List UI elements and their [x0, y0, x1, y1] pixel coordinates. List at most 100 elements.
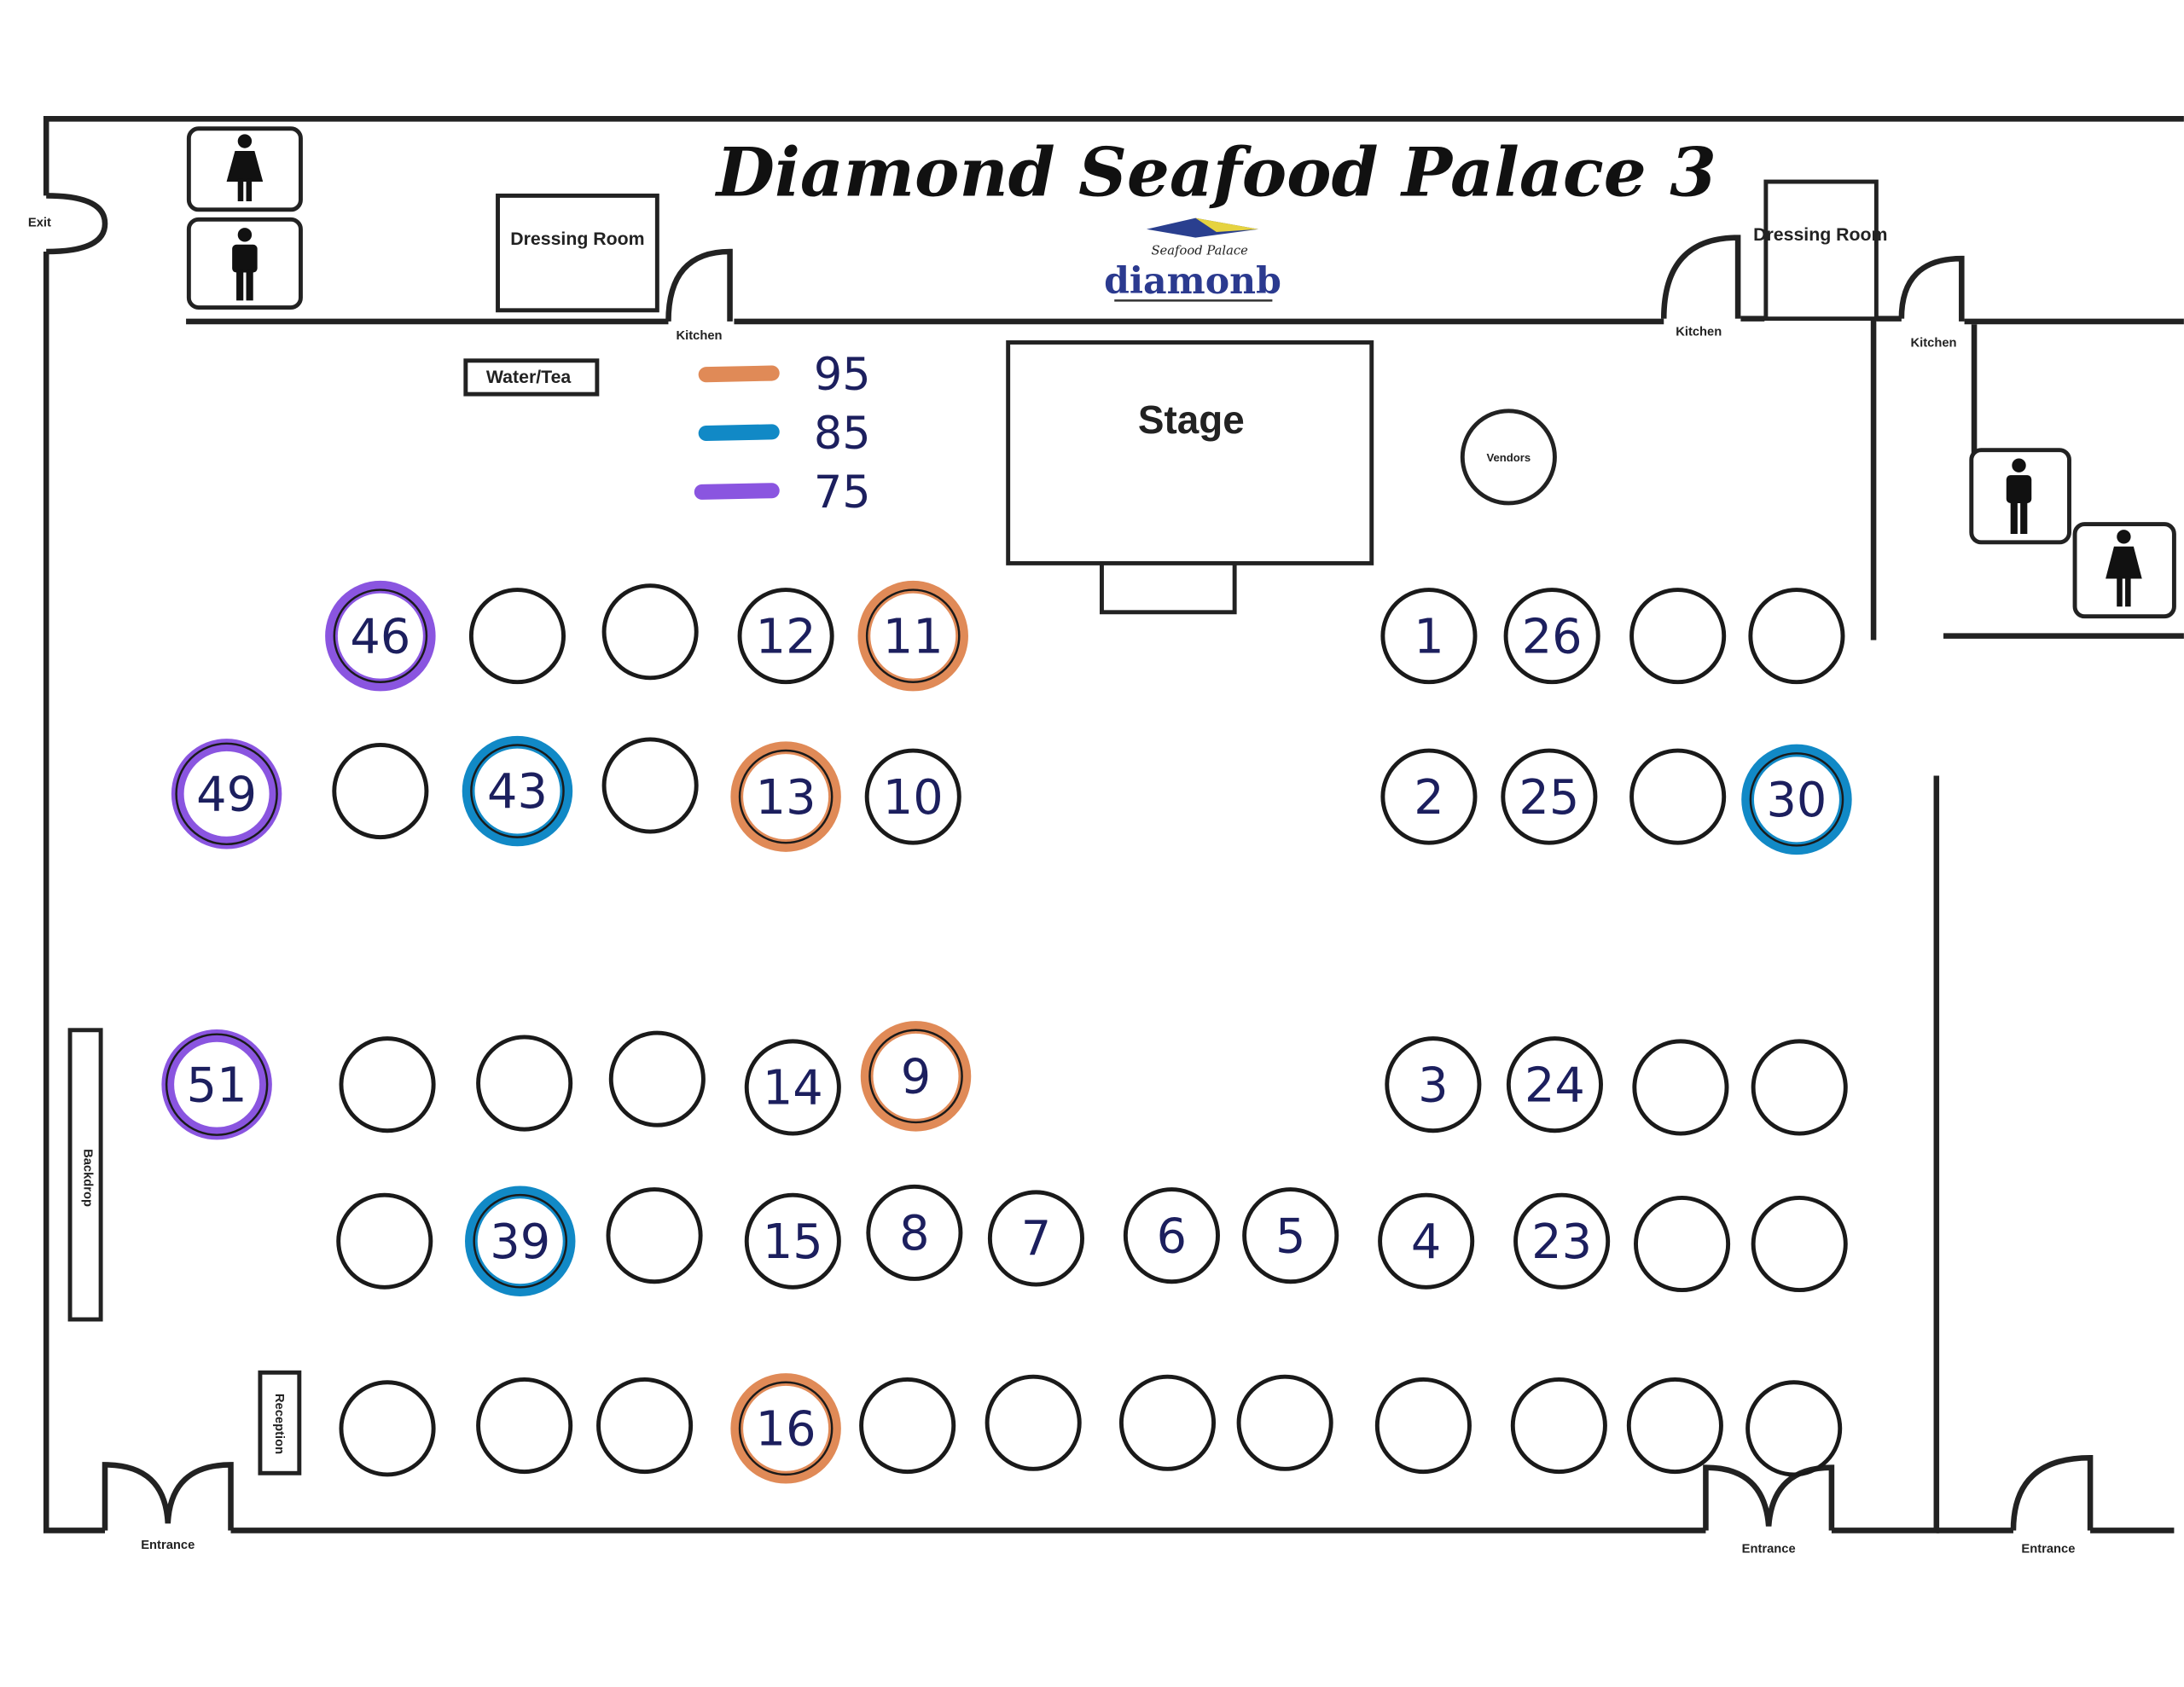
table-unnumbered-51[interactable] — [1510, 1377, 1607, 1475]
table-13[interactable]: 13 — [730, 741, 841, 852]
table-unnumbered-32[interactable] — [606, 1187, 703, 1284]
table-circle — [476, 1377, 573, 1475]
table-unnumbered-47[interactable] — [985, 1374, 1082, 1471]
highlight-ring-blue — [1741, 744, 1852, 855]
table-10[interactable]: 10 — [864, 748, 961, 845]
highlight-ring-orange — [730, 1373, 841, 1484]
table-unnumbered-9[interactable] — [1748, 588, 1845, 685]
highlight-ring-orange — [730, 741, 841, 852]
table-6[interactable]: 6 — [1123, 1187, 1220, 1284]
reception: Reception — [258, 1370, 302, 1475]
logo: Seafood Palace diamonb — [1104, 217, 1281, 303]
highlight-ring-blue — [462, 735, 573, 847]
table-number: 30 — [1766, 773, 1827, 828]
table-unnumbered-41[interactable] — [1751, 1195, 1848, 1293]
table-number: 14 — [763, 1061, 823, 1116]
table-number: 12 — [756, 609, 816, 664]
table-unnumbered-28[interactable] — [1632, 1039, 1729, 1136]
table-circle — [738, 749, 834, 844]
table-circle — [1748, 588, 1845, 685]
table-23[interactable]: 23 — [1513, 1192, 1611, 1290]
table-46[interactable]: 46 — [325, 580, 436, 692]
table-circle — [339, 1036, 436, 1133]
table-number: 51 — [187, 1058, 247, 1113]
table-unnumbered-29[interactable] — [1751, 1039, 1848, 1136]
table-30[interactable]: 30 — [1741, 744, 1852, 855]
table-unnumbered-23[interactable] — [608, 1030, 706, 1128]
table-number: 7 — [1021, 1212, 1051, 1267]
table-unnumbered-22[interactable] — [476, 1035, 573, 1132]
table-3[interactable]: 3 — [1385, 1036, 1482, 1133]
restroom-women-left — [186, 126, 303, 212]
table-49[interactable]: 49 — [171, 739, 282, 849]
table-unnumbered-30[interactable] — [336, 1192, 433, 1290]
table-24[interactable]: 24 — [1506, 1036, 1603, 1133]
entrance-door-3 — [2010, 1454, 2094, 1531]
table-9[interactable]: 9 — [860, 1021, 972, 1132]
table-25[interactable]: 25 — [1501, 748, 1598, 845]
table-unnumbered-2[interactable] — [468, 588, 566, 685]
table-15[interactable]: 15 — [744, 1192, 841, 1290]
table-unnumbered-11[interactable] — [332, 743, 429, 840]
table-number: 8 — [899, 1206, 929, 1261]
woman-icon — [226, 134, 264, 201]
table-unnumbered-8[interactable] — [1629, 588, 1727, 685]
table-circle — [332, 743, 429, 840]
table-circle — [1118, 1374, 1217, 1471]
logo-tagline: Seafood Palace — [1151, 243, 1248, 258]
table-unnumbered-3[interactable] — [601, 583, 699, 681]
table-unnumbered-48[interactable] — [1118, 1374, 1217, 1471]
legend-item-purple: 75 — [694, 467, 871, 519]
kitchen-label: Kitchen — [1676, 325, 1722, 339]
table-circle — [1506, 1036, 1603, 1133]
table-unnumbered-13[interactable] — [601, 737, 699, 834]
kitchen-label: Kitchen — [1911, 336, 1957, 350]
table-43[interactable]: 43 — [462, 735, 573, 847]
table-circle — [1634, 1195, 1731, 1293]
table-unnumbered-43[interactable] — [476, 1377, 573, 1475]
highlight-ring-orange — [860, 1021, 972, 1132]
table-2[interactable]: 2 — [1380, 748, 1478, 845]
woman-icon — [2106, 530, 2142, 607]
table-12[interactable]: 12 — [737, 588, 834, 685]
table-8[interactable]: 8 — [866, 1184, 963, 1281]
table-circle — [165, 1033, 269, 1136]
table-16[interactable]: 16 — [730, 1373, 841, 1484]
highlight-ring-purple — [171, 739, 282, 849]
table-unnumbered-42[interactable] — [339, 1380, 436, 1477]
table-unnumbered-49[interactable] — [1236, 1374, 1333, 1471]
table-unnumbered-52[interactable] — [1626, 1377, 1723, 1475]
backdrop-label: Backdrop — [80, 1149, 94, 1207]
table-unnumbered-44[interactable] — [596, 1377, 694, 1475]
table-circle — [1380, 748, 1478, 845]
table-circle — [596, 1377, 694, 1475]
table-circle — [868, 1029, 963, 1124]
table-unnumbered-21[interactable] — [339, 1036, 436, 1133]
table-39[interactable]: 39 — [465, 1186, 576, 1296]
table-circle — [1374, 1377, 1472, 1475]
table-unnumbered-50[interactable] — [1374, 1377, 1472, 1475]
table-unnumbered-46[interactable] — [859, 1377, 956, 1475]
table-number: 43 — [487, 764, 548, 820]
table-51[interactable]: 51 — [161, 1029, 272, 1140]
table-14[interactable]: 14 — [744, 1039, 841, 1136]
table-unnumbered-40[interactable] — [1634, 1195, 1731, 1293]
man-icon — [2006, 458, 2032, 535]
table-1[interactable]: 1 — [1380, 588, 1478, 685]
kitchen-door-3 — [1898, 255, 1965, 322]
table-4[interactable]: 4 — [1378, 1192, 1475, 1290]
table-7[interactable]: 7 — [987, 1190, 1084, 1287]
dressing-room-left: Dressing Room — [496, 193, 659, 313]
table-number: 16 — [756, 1401, 816, 1457]
table-circle — [1242, 1187, 1339, 1284]
table-circle — [738, 1381, 834, 1476]
kitchen-door-2 — [1660, 235, 1741, 319]
dressing-room-right: Dressing Room — [1753, 179, 1887, 322]
table-unnumbered-18[interactable] — [1629, 748, 1727, 845]
table-5[interactable]: 5 — [1242, 1187, 1339, 1284]
table-26[interactable]: 26 — [1503, 588, 1600, 685]
table-unnumbered-53[interactable] — [1745, 1380, 1843, 1477]
legend-swatch — [698, 365, 780, 383]
table-11[interactable]: 11 — [857, 580, 968, 692]
